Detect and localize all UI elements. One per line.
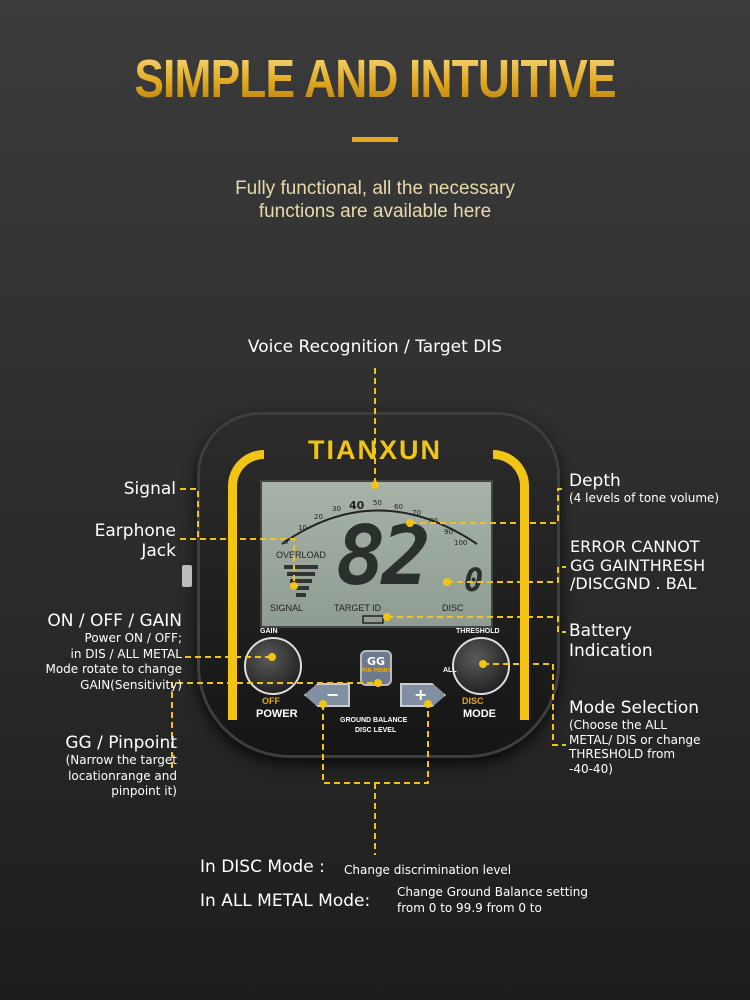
battery-icon: [362, 615, 384, 624]
scale-80: 80: [429, 517, 438, 525]
gg-pinpoint-button[interactable]: GG PIN POINT: [360, 650, 392, 686]
all-metal-desc-2: from 0 to 99.9 from 0 to: [397, 901, 542, 915]
mode-label: MODE: [463, 708, 496, 720]
callout-error-line: ERROR CANNOT: [570, 537, 700, 556]
callout-on-off: ON / OFF / GAIN Power ON / OFF; in DIS /…: [45, 611, 182, 693]
power-label: POWER: [256, 708, 298, 720]
lcd-signal: SIGNAL: [270, 603, 304, 613]
plus-icon: +: [414, 685, 428, 704]
callout-gg-line: (Narrow the target: [65, 753, 177, 767]
subtitle-line-2: functions are available here: [258, 201, 492, 222]
scale-30: 30: [332, 505, 341, 513]
callout-battery: Battery Indication: [569, 621, 653, 661]
all-metal-desc-1: Change Ground Balance setting: [397, 885, 588, 899]
callout-earphone-1: Earphone: [94, 521, 176, 541]
gain-label: GAIN: [260, 628, 278, 635]
threshold-label: THRESHOLD: [456, 628, 500, 635]
callout-on-off-title: ON / OFF / GAIN: [47, 611, 182, 631]
scale-60: 60: [394, 503, 403, 511]
callout-depth-sub: (4 levels of tone volume): [569, 491, 720, 505]
callout-gg: GG / Pinpoint (Narrow the target locatio…: [65, 733, 177, 800]
earphone-jack: [182, 565, 192, 587]
callout-earphone-2: Jack: [141, 541, 176, 561]
scale-70: 70: [412, 509, 421, 517]
yellow-trim-right: [493, 450, 529, 720]
ground-balance-label: GROUND BALANCE: [340, 717, 408, 724]
callout-mode-line: METAL/ DIS or change: [569, 732, 701, 747]
disc-label: DISC: [462, 696, 484, 706]
callout-on-off-line: Power ON / OFF;: [84, 631, 182, 645]
disc-mode-desc: Change discrimination level: [344, 863, 512, 877]
all-metal-mode-label: In ALL METAL Mode:: [200, 891, 371, 911]
callout-depth-title: Depth: [569, 471, 621, 491]
callout-mode: Mode Selection (Choose the ALL METAL/ DI…: [569, 698, 701, 776]
callout-battery-line: Indication: [569, 641, 653, 661]
callout-signal: Signal: [123, 479, 176, 499]
callout-mode-line: THRESHOLD from: [569, 747, 676, 761]
callout-gg-title: GG / Pinpoint: [65, 733, 177, 753]
scale-0: 0: [284, 538, 288, 546]
lcd-overload: OVERLOAD: [276, 550, 327, 560]
page-title: SIMPLE AND INTUITIVE: [68, 48, 683, 110]
lcd-disc-label: DISC: [442, 603, 464, 613]
mode-threshold-knob[interactable]: [452, 637, 510, 695]
lcd-disc-value: 0: [464, 561, 484, 599]
scale-40: 40: [349, 499, 365, 512]
callout-mode-line: (Choose the ALL: [569, 718, 667, 732]
subtitle-line-1: Fully functional, all the necessary: [235, 178, 515, 199]
callout-error-line: GG GAINTHRESH: [570, 555, 706, 575]
depth-scale-arc: 0 10 20 30 40 50 60 70 80 90 100: [281, 499, 478, 624]
callout-voice: Voice Recognition / Target DIS: [247, 337, 503, 357]
lcd-target-id-label: TARGET ID: [334, 603, 382, 613]
plus-button[interactable]: +: [400, 683, 446, 707]
scale-10: 10: [298, 524, 307, 532]
scale-20: 20: [314, 513, 323, 521]
scale-50: 50: [373, 499, 382, 507]
disc-mode-label: In DISC Mode :: [200, 857, 325, 877]
lcd-screen: 0 10 20 30 40 50 60 70 80 90 100 OVERLOA: [260, 480, 493, 628]
callout-depth: Depth (4 levels of tone volume): [569, 471, 719, 507]
lcd-target-id: 82: [336, 509, 431, 604]
callout-mode-line: -40-40): [569, 761, 613, 776]
callout-on-off-line: in DIS / ALL METAL: [70, 646, 182, 661]
title-underline: [352, 137, 398, 142]
pinpoint-label: PIN POINT: [362, 668, 391, 674]
callout-mode-title: Mode Selection: [569, 698, 700, 718]
signal-bars: [284, 565, 318, 597]
yellow-trim-left: [228, 450, 264, 720]
gg-label: GG: [366, 655, 386, 668]
minus-icon: −: [326, 685, 340, 704]
callout-on-off-line: Mode rotate to change: [45, 662, 182, 676]
callout-gg-line: pinpoint it): [111, 784, 177, 798]
all-label: ALL: [443, 667, 457, 674]
callout-error: ERROR CANNOT GG GAINTHRESH /DISCGND . BA…: [570, 537, 706, 594]
callout-gg-line: locationrange and: [68, 768, 177, 783]
scale-90: 90: [444, 528, 453, 536]
scale-100: 100: [454, 539, 467, 547]
callout-on-off-line: GAIN(Sensitivity): [80, 677, 182, 692]
disc-level-label: DISC LEVEL: [355, 727, 397, 734]
gain-power-knob[interactable]: [244, 637, 302, 695]
off-label: OFF: [262, 696, 280, 706]
callout-error-line: /DISCGND . BAL: [570, 574, 697, 593]
callout-battery-line: Battery: [569, 621, 632, 641]
